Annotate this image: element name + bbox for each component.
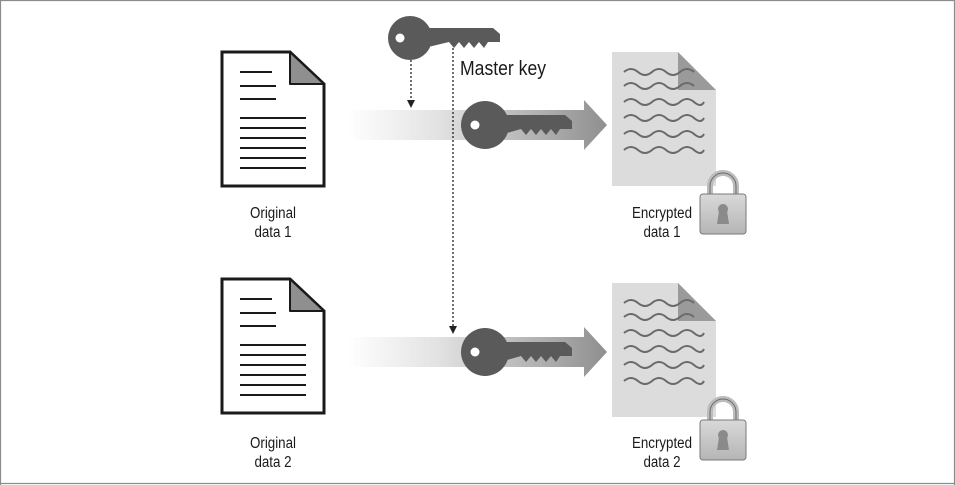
original-label-1: Original data 1 <box>217 204 329 242</box>
derivation-line-1 <box>407 60 415 108</box>
derivation-line-2 <box>449 48 457 334</box>
encrypted-document-2 <box>612 283 716 417</box>
original-label-2: Original data 2 <box>217 434 329 472</box>
encrypted-label-2-line2: data 2 <box>643 454 681 471</box>
lock-icon-2 <box>699 396 747 461</box>
encrypted-label-1: Encrypted data 1 <box>606 204 718 242</box>
encrypted-label-1-line1: Encrypted <box>631 205 693 222</box>
original-label-1-line1: Original <box>250 205 296 222</box>
encrypted-label-2: Encrypted data 2 <box>606 434 718 472</box>
encrypted-label-2-line1: Encrypted <box>631 435 693 452</box>
encrypted-document-1 <box>612 52 716 186</box>
derived-key-icon-2 <box>461 328 572 376</box>
original-label-2-line1: Original <box>250 435 296 452</box>
lock-icon-1 <box>699 170 747 235</box>
encrypted-label-1-line2: data 1 <box>643 224 681 241</box>
original-label-1-line2: data 1 <box>254 224 292 241</box>
original-label-2-line2: data 2 <box>254 454 292 471</box>
original-document-1 <box>220 50 326 188</box>
master-key-icon <box>388 16 500 60</box>
derived-key-icon-1 <box>461 101 572 149</box>
original-document-2 <box>220 277 326 415</box>
master-key-label: Master key <box>460 58 547 80</box>
